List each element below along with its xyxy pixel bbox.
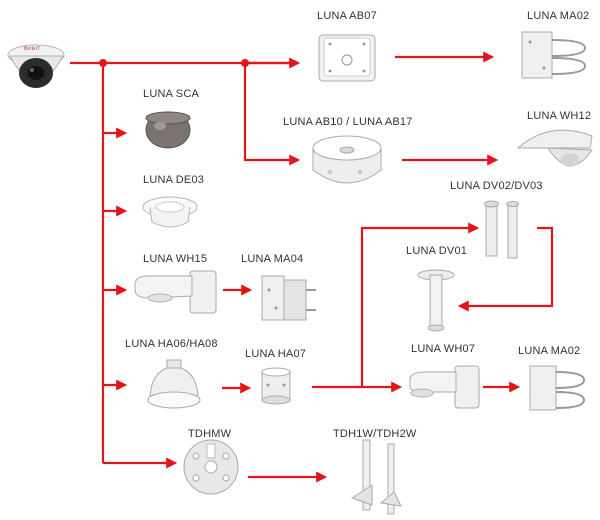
tdh1w-tdh2w-image[interactable]: [350, 439, 402, 515]
label-luna-dv01: LUNA DV01: [406, 245, 468, 257]
junction-dot: [241, 59, 249, 67]
connectors: [70, 51, 554, 483]
label-tdhmw: TDHMW: [188, 428, 232, 440]
arrow-to-ab10: [243, 63, 301, 166]
luna-ab07-image[interactable]: [318, 34, 376, 82]
luna-ma02-top-image[interactable]: [521, 31, 587, 79]
luna-wh12-image[interactable]: [516, 129, 593, 167]
luna-ma04-image[interactable]: [261, 275, 316, 321]
luna-ma02-bottom-image[interactable]: [529, 365, 586, 411]
label-luna-ma04: LUNA MA04: [241, 253, 304, 265]
junction-dots: [99, 59, 249, 67]
label-luna-ma02-bottom: LUNA MA02: [518, 345, 581, 357]
arrow-dv02-to-dv01: [457, 226, 554, 312]
label-luna-sca: LUNA SCA: [143, 88, 200, 100]
label-luna-de03: LUNA DE03: [143, 174, 205, 186]
tdhmw-image[interactable]: [183, 439, 239, 495]
luna-ha07-image[interactable]: [261, 367, 291, 405]
label-luna-ab07: LUNA AB07: [317, 10, 377, 22]
dome-camera-image[interactable]: BerkoT: [7, 44, 65, 88]
luna-dv01-image[interactable]: [417, 269, 455, 332]
label-luna-wh12: LUNA WH12: [527, 110, 592, 122]
luna-ha06-ha08-image[interactable]: [147, 359, 201, 409]
line-ha07-to-dv02: [360, 222, 480, 387]
label-luna-ma02-top: LUNA MA02: [527, 10, 590, 22]
label-luna-ha07: LUNA HA07: [245, 348, 307, 360]
luna-wh15-image[interactable]: [134, 270, 217, 314]
luna-dv02-dv03-image[interactable]: [484, 200, 519, 259]
junction-dot: [99, 59, 107, 67]
label-luna-ha06-ha08: LUNA HA06/HA08: [125, 338, 218, 350]
label-luna-wh15: LUNA WH15: [143, 253, 208, 265]
luna-ab10-ab17-image[interactable]: [312, 135, 382, 184]
label-luna-wh07: LUNA WH07: [411, 343, 476, 355]
label-luna-ab10-ab17: LUNA AB10 / LUNA AB17: [283, 116, 413, 128]
luna-wh07-image[interactable]: [409, 365, 480, 409]
label-luna-dv02-dv03: LUNA DV02/DV03: [450, 180, 543, 192]
luna-de03-image[interactable]: [142, 196, 198, 228]
label-tdh1w-tdh2w: TDH1W/TDH2W: [333, 428, 417, 440]
luna-sca-image[interactable]: [145, 111, 191, 149]
camera-brand-text: BerkoT: [24, 46, 40, 52]
